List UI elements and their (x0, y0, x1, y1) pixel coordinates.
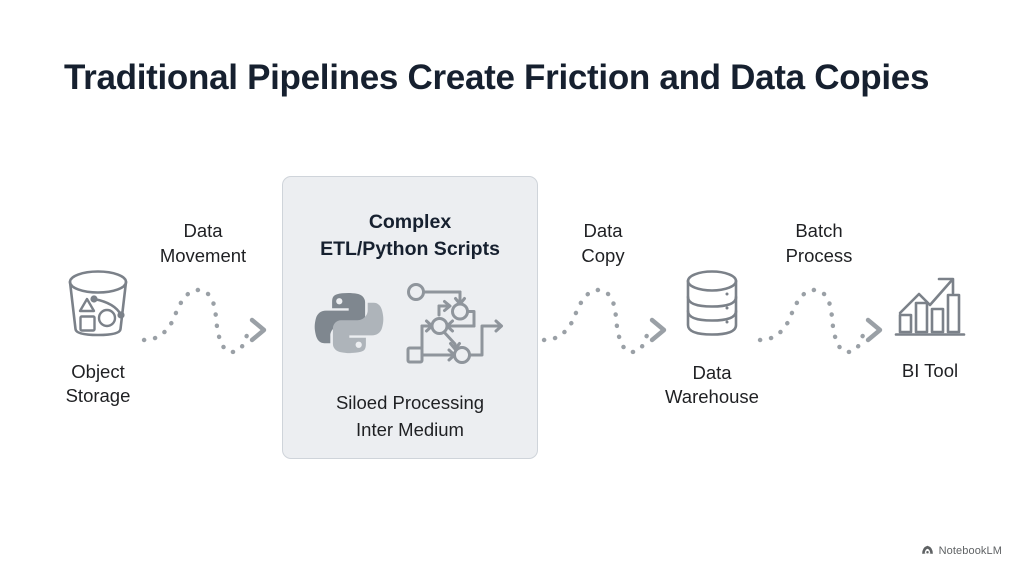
notebooklm-watermark: NotebookLM (921, 543, 1002, 559)
connector-label-data-movement: Data Movement (128, 195, 278, 268)
watermark-text: NotebookLM (938, 545, 1002, 557)
connector-data-movement (140, 252, 280, 377)
node-label: Object Storage (65, 361, 131, 407)
notebooklm-icon (921, 543, 934, 559)
node-label: Data Warehouse (665, 362, 759, 408)
connector-batch-process (756, 252, 896, 377)
center-box-caption: Siloed Processing Inter Medium (335, 392, 485, 440)
node-data-warehouse: Data Warehouse (644, 268, 780, 410)
pipeline-flow-diagram: Object Storage Data Movement Complex ETL… (0, 160, 1024, 480)
connector-label-text: Data Movement (159, 220, 247, 266)
center-box-title: Complex ETL/Python Scripts (320, 211, 500, 260)
connector-label-text: Batch Process (785, 220, 853, 266)
tangled-workflow-icon (403, 282, 507, 369)
node-bi-tool: BI Tool (862, 270, 998, 383)
page-title: Traditional Pipelines Create Friction an… (64, 58, 930, 97)
connector-label-batch-process: Batch Process (744, 195, 894, 268)
connector-label-text: Data Copy (581, 220, 625, 266)
database-cylinder-icon (644, 268, 780, 347)
node-label: BI Tool (901, 360, 959, 381)
bucket-icon (30, 265, 166, 346)
connector-data-copy (540, 252, 680, 377)
connector-label-data-copy: Data Copy (528, 195, 678, 268)
node-object-storage: Object Storage (30, 265, 166, 409)
bar-chart-trend-icon (862, 270, 998, 345)
center-box-etl: Complex ETL/Python Scripts (282, 176, 538, 459)
python-logo-icon (313, 287, 385, 364)
center-box-icon-row (283, 282, 537, 368)
